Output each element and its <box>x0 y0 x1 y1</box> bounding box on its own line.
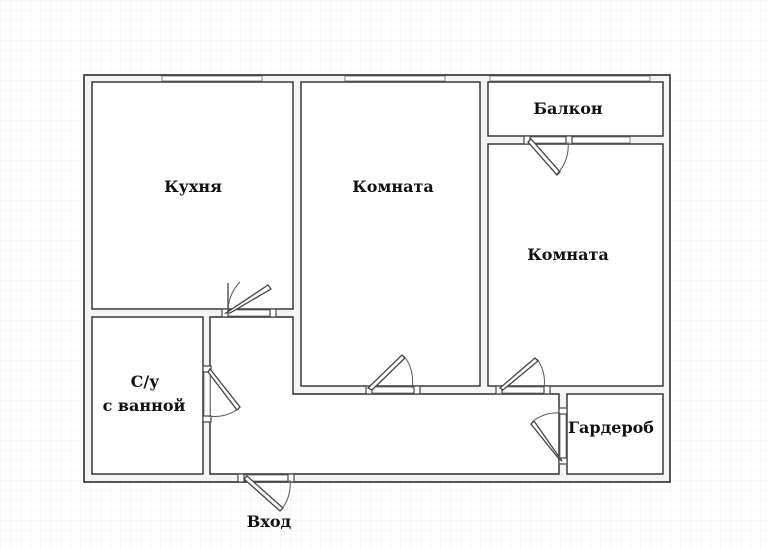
room1-door <box>365 354 421 395</box>
kitchen-label: Кухня <box>164 177 222 196</box>
bathroom-label-line1: С/у <box>131 372 161 391</box>
entrance-door <box>237 473 295 512</box>
balcony-door-window <box>529 136 631 144</box>
bathroom-label-line2: с ванной <box>103 396 186 415</box>
doors <box>202 135 573 512</box>
wardrobe-floor <box>566 393 664 475</box>
bathroom-floor <box>91 316 204 475</box>
room1-label: Комната <box>352 177 433 196</box>
kitchen-window <box>161 75 263 82</box>
room1-window <box>344 75 446 82</box>
wardrobe-label: Гардероб <box>568 418 654 437</box>
corridor-floor <box>209 316 560 475</box>
balcony-label: Балкон <box>533 99 603 118</box>
balcony-floor <box>487 81 664 137</box>
room2-door <box>495 357 551 395</box>
balcony-window <box>489 75 651 82</box>
room1-floor <box>300 81 481 387</box>
bathroom-door <box>202 365 241 423</box>
room2-label: Комната <box>527 245 608 264</box>
entrance-label: Вход <box>247 512 292 531</box>
room2-floor <box>487 143 664 387</box>
room-labels: Кухня Комната Балкон Комната С/у с ванно… <box>103 99 655 531</box>
kitchen-door <box>221 281 277 318</box>
kitchen-floor <box>91 81 294 310</box>
wardrobe-door <box>530 407 568 465</box>
balcony-door <box>523 135 573 176</box>
